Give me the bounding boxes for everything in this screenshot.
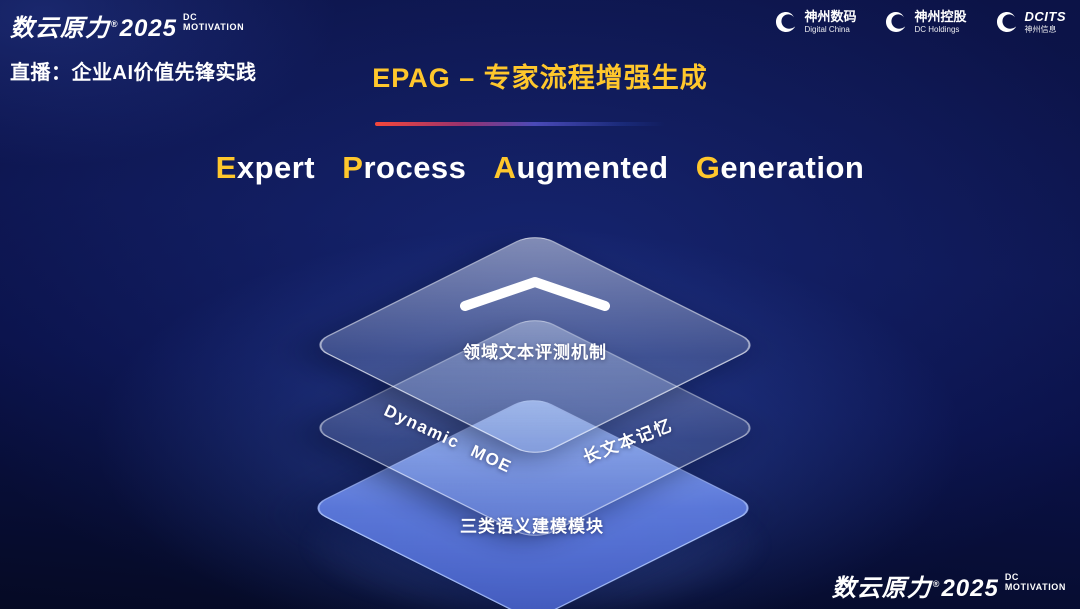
partner-name: DCITS (1024, 9, 1066, 24)
brand-year: 2025 (119, 15, 178, 42)
brand-subtext: DC MOTIVATION (183, 12, 245, 32)
registered-mark-icon: ® (932, 579, 941, 589)
partner-subname: 神州信息 (1024, 24, 1057, 34)
main-heading: Expert Process Augmented Generation (0, 150, 1080, 186)
heading-word: Generation (695, 150, 865, 185)
layer-bottom-label: 三类语义建模模块 (460, 517, 604, 536)
footer-brand-logo: 数云原力®2025 DC MOTIVATION (832, 568, 1066, 603)
live-label: 直播：企业AI价值先锋实践 (10, 62, 257, 84)
divider-line (375, 122, 665, 126)
heading-word: Process (342, 150, 467, 185)
chevron-up-icon (460, 277, 610, 311)
heading-word: Expert (215, 150, 316, 185)
brand-wordmark: 数云原力®2025 (10, 8, 177, 43)
brand-wordmark: 数云原力®2025 (831, 575, 999, 602)
swirl-icon (996, 12, 1016, 33)
partner-subname: DC Holdings (914, 24, 960, 34)
brand-name: 数云原力 (10, 15, 110, 42)
partner-logo-dcits: DCITS 神州信息 (995, 9, 1067, 34)
brand-subtext: DC MOTIVATION (1004, 572, 1066, 592)
page-title: EPAG – 专家流程增强生成 (372, 63, 708, 93)
swirl-icon (776, 12, 796, 33)
partner-logos: 神州数码 Digital China 神州控股 DC Holdings DCIT… (774, 9, 1067, 34)
swirl-icon (886, 12, 906, 33)
brand-logo: 数云原力®2025 DC MOTIVATION (10, 8, 244, 43)
layer-top-label: 领域文本评测机制 (463, 343, 607, 362)
partner-name: 神州数码 (804, 9, 857, 24)
partner-logo-dc-holdings: 神州控股 DC Holdings (884, 9, 967, 34)
partner-logo-digital-china: 神州数码 Digital China (774, 9, 857, 34)
partner-name: 神州控股 (914, 9, 967, 24)
registered-mark-icon: ® (111, 19, 119, 29)
heading-word: Augmented (493, 150, 669, 185)
partner-subname: Digital China (804, 24, 850, 34)
